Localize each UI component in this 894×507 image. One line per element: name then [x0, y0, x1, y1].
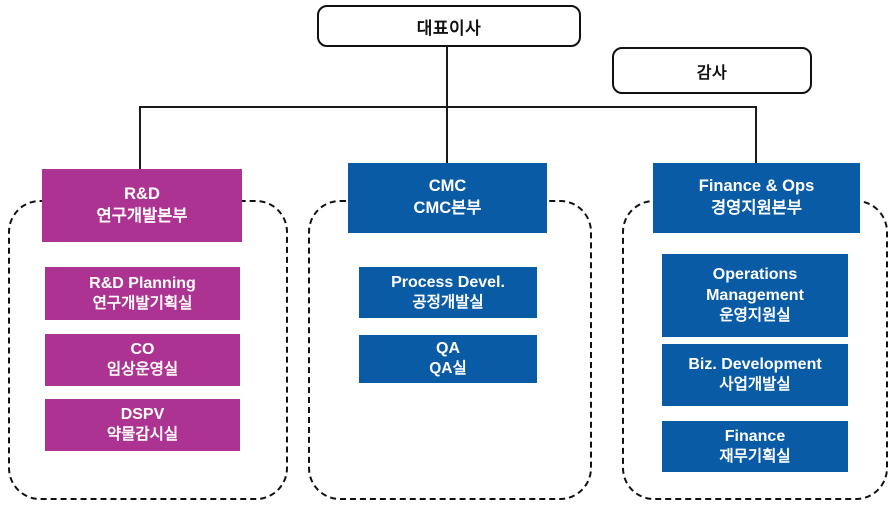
team-ko: 연구개발기획실 — [92, 294, 193, 312]
team-en: QA — [436, 340, 460, 358]
team-box-process-devel: Process Devel. 공정개발실 — [359, 267, 537, 318]
team-box-biz-development: Biz. Development 사업개발실 — [662, 344, 848, 406]
team-ko: 사업개발실 — [719, 376, 791, 394]
auditor-box: 감사 — [612, 47, 812, 94]
division-head-finance-ops-ko: 경영지원본부 — [710, 199, 803, 217]
team-en: R&D Planning — [89, 274, 196, 292]
team-box-co: CO 임상운영실 — [45, 334, 240, 386]
team-en: Process Devel. — [391, 273, 505, 291]
connector-trunk — [139, 106, 756, 108]
division-head-cmc: CMC CMC본부 — [348, 163, 547, 233]
team-box-dspv: DSPV 약물감시실 — [45, 399, 240, 451]
team-en: Biz. Development — [688, 356, 822, 374]
team-ko: QA실 — [429, 360, 467, 378]
team-ko: 운영지원실 — [719, 307, 791, 325]
team-en: CO — [130, 341, 155, 359]
division-head-rnd-en: R&D — [124, 184, 160, 203]
team-en: Finance — [724, 427, 786, 445]
team-ko: 임상운영실 — [106, 361, 179, 379]
division-head-cmc-en: CMC — [428, 177, 467, 196]
connector-finance-drop — [755, 106, 757, 163]
division-head-cmc-ko: CMC본부 — [413, 199, 482, 217]
connector-cmc-drop — [446, 106, 448, 163]
team-box-rnd-planning: R&D Planning 연구개발기획실 — [45, 267, 240, 320]
division-head-finance-ops-en: Finance & Ops — [698, 177, 815, 196]
team-box-qa: QA QA실 — [359, 335, 537, 383]
connector-rnd-drop — [139, 106, 141, 169]
division-head-finance-ops: Finance & Ops 경영지원본부 — [653, 163, 860, 233]
team-ko: 약물감시실 — [106, 426, 179, 444]
team-en: Operations Management — [706, 266, 804, 305]
team-box-operations-management: Operations Management 운영지원실 — [662, 254, 848, 337]
ceo-label: 대표이사 — [416, 18, 482, 38]
team-en: DSPV — [120, 406, 165, 424]
division-head-rnd: R&D 연구개발본부 — [42, 169, 242, 242]
team-ko: 재무기획실 — [719, 447, 791, 465]
auditor-label: 감사 — [696, 64, 728, 82]
ceo-box: 대표이사 — [317, 5, 581, 47]
team-ko: 공정개발실 — [412, 293, 484, 311]
team-box-finance: Finance 재무기획실 — [662, 421, 848, 472]
connector-ceo-drop — [446, 43, 448, 106]
division-head-rnd-ko: 연구개발본부 — [96, 206, 188, 225]
